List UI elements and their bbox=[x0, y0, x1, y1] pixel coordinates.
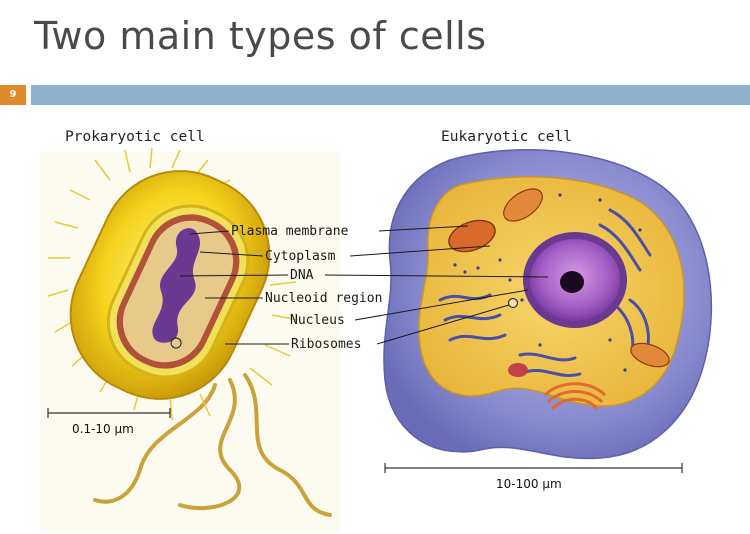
lysosome-icon bbox=[508, 363, 528, 377]
label-ribosomes: Ribosomes bbox=[291, 337, 361, 352]
prokaryote-illustration bbox=[40, 147, 340, 532]
eukaryote-illustration bbox=[383, 149, 713, 460]
structure-labels: Plasma membrane Cytoplasm DNA Nucleoid r… bbox=[231, 224, 382, 352]
eukaryote-scale-label: 10-100 µm bbox=[496, 477, 562, 491]
golgi-apparatus bbox=[543, 382, 607, 411]
prokaryote-scale-label: 0.1-10 µm bbox=[72, 422, 134, 436]
ribosome-marker bbox=[170, 337, 182, 349]
label-plasma-membrane: Plasma membrane bbox=[231, 224, 349, 239]
label-dna: DNA bbox=[290, 268, 314, 283]
slide-number: 9 bbox=[0, 85, 26, 105]
nucleolus-icon bbox=[560, 271, 584, 293]
prokaryote-scale-bar: 0.1-10 µm bbox=[47, 408, 171, 436]
label-nucleoid-region: Nucleoid region bbox=[265, 291, 382, 306]
mitochondrion-icon bbox=[448, 219, 496, 253]
ribosome-marker bbox=[507, 297, 519, 309]
label-cytoplasm: Cytoplasm bbox=[265, 249, 336, 264]
nucleoid bbox=[152, 228, 201, 343]
prokaryote-heading: Prokaryotic cell bbox=[65, 129, 205, 145]
ribosome-dots bbox=[453, 193, 642, 372]
title-accent-bar bbox=[31, 85, 750, 105]
flagella bbox=[93, 373, 332, 517]
slide-title: Two main types of cells bbox=[34, 14, 487, 58]
mitochondrion-icon bbox=[630, 342, 670, 368]
eukaryote-heading: Eukaryotic cell bbox=[441, 129, 572, 145]
eukaryote-scale-bar: 10-100 µm bbox=[384, 463, 683, 491]
endoplasmic-reticulum bbox=[438, 208, 652, 377]
mitochondrion-icon bbox=[503, 188, 543, 222]
label-nucleus: Nucleus bbox=[290, 313, 345, 328]
leader-lines bbox=[179, 225, 549, 345]
